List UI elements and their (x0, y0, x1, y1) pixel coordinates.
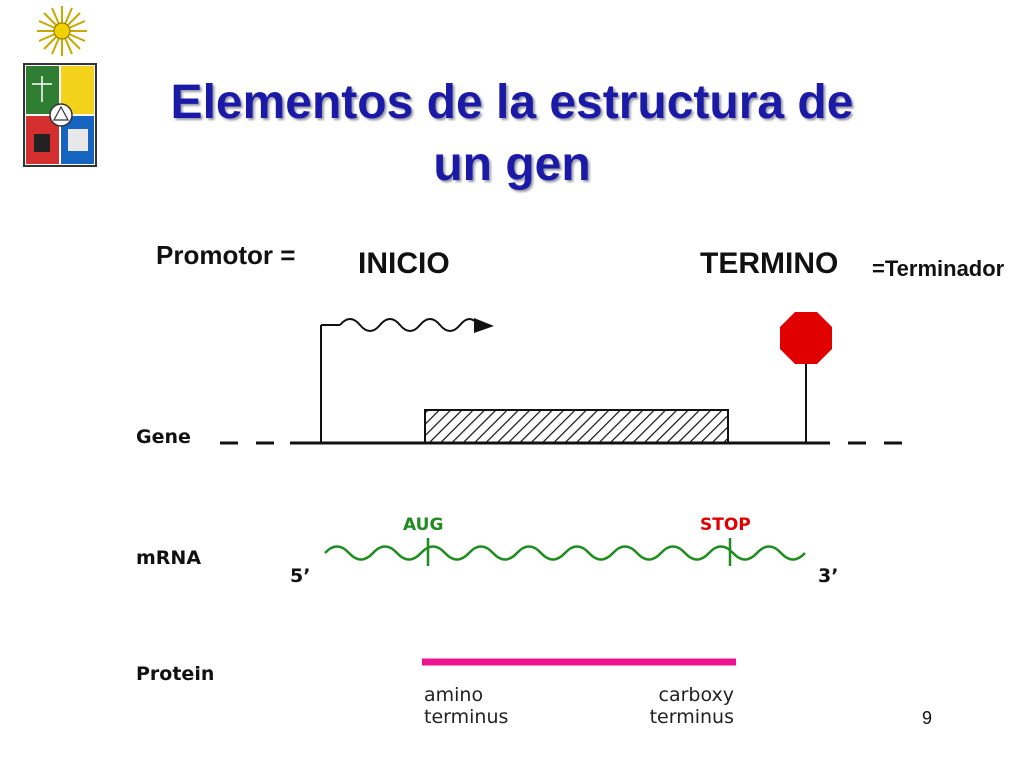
aug-codon-label: AUG (403, 515, 444, 535)
slide-title: Elementos de la estructura de un gen (80, 72, 944, 196)
stop-codon-label: STOP (700, 515, 751, 535)
mrna-row-label: mRNA (136, 547, 202, 569)
slide-title-line-1: Elementos de la estructura de (170, 76, 854, 129)
gene-row-label: Gene (136, 426, 191, 448)
five-prime-label: 5’ (290, 565, 311, 587)
promoter-arrow-icon (320, 318, 494, 443)
sun-icon (37, 6, 87, 56)
shield-icon (23, 63, 97, 167)
carboxy-terminus-line-1: carboxy (658, 684, 735, 706)
slide-title-line-2: un gen (433, 138, 591, 191)
mrna-strand (324, 538, 806, 566)
protein-row-label: Protein (136, 663, 215, 685)
carboxy-terminus-label: carboxy terminus (642, 684, 734, 728)
amino-terminus-label: amino terminus (424, 684, 508, 728)
amino-terminus-line-2: terminus (424, 706, 509, 728)
carboxy-terminus-line-2: terminus (649, 706, 734, 728)
promotor-label: Promotor = (156, 240, 296, 270)
terminador-label: =Terminador (872, 256, 1005, 281)
university-crest-logo (23, 6, 97, 167)
termino-label: TERMINO (700, 247, 839, 280)
three-prime-label: 3’ (818, 565, 839, 587)
amino-terminus-line-1: amino (424, 684, 484, 706)
stop-sign-icon (780, 312, 832, 443)
inicio-label: INICIO (358, 247, 450, 280)
page-number: 9 (922, 708, 933, 728)
coding-region-box (424, 409, 729, 444)
